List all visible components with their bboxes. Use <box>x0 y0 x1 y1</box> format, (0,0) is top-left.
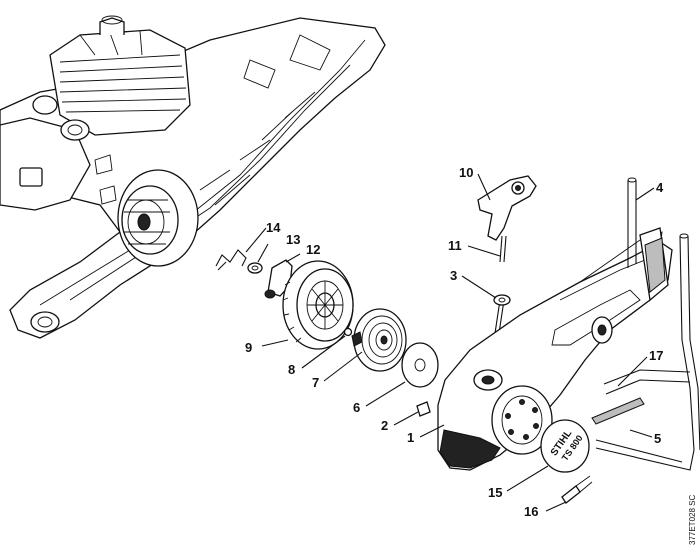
callout-2: 2 <box>381 418 388 433</box>
figure-code: 377ET028 SC <box>688 495 697 545</box>
part-10-starter-grip <box>477 175 537 241</box>
part-7-rewind-spring <box>351 308 407 372</box>
part-13-washer <box>247 262 263 274</box>
part-6-washer <box>401 342 439 388</box>
callout-5: 5 <box>654 431 661 446</box>
callout-7: 7 <box>312 375 319 390</box>
leader-lines <box>245 173 655 512</box>
part-15-brand-label: STIHL TS 800 <box>540 419 590 473</box>
callout-12: 12 <box>306 242 320 257</box>
callout-13: 13 <box>286 232 300 247</box>
callout-17: 17 <box>649 348 663 363</box>
callout-8: 8 <box>288 362 295 377</box>
callout-16: 16 <box>524 504 538 519</box>
part-3-rope-guide <box>493 294 511 306</box>
callout-labels: 14 13 12 9 8 7 6 2 1 10 11 3 4 17 5 15 1… <box>245 165 664 519</box>
callout-11: 11 <box>448 238 462 253</box>
callout-14: 14 <box>266 220 281 235</box>
part-14-spring-clip <box>215 249 247 271</box>
callout-3: 3 <box>450 268 457 283</box>
part-1-starter-cover <box>437 227 673 471</box>
part-16-screw <box>561 475 593 504</box>
callout-1: 1 <box>407 430 414 445</box>
callout-6: 6 <box>353 400 360 415</box>
engine-housing <box>0 15 386 339</box>
part-2-plug <box>416 401 431 417</box>
part-9-rope-rotor <box>282 260 354 350</box>
callout-10: 10 <box>459 165 473 180</box>
callout-4: 4 <box>656 180 664 195</box>
callout-9: 9 <box>245 340 252 355</box>
part-17-bracket <box>603 369 691 395</box>
part-8-screw <box>343 327 353 337</box>
part-4-tube <box>627 177 637 268</box>
part-5-tube <box>595 233 700 471</box>
callout-15: 15 <box>488 485 502 500</box>
